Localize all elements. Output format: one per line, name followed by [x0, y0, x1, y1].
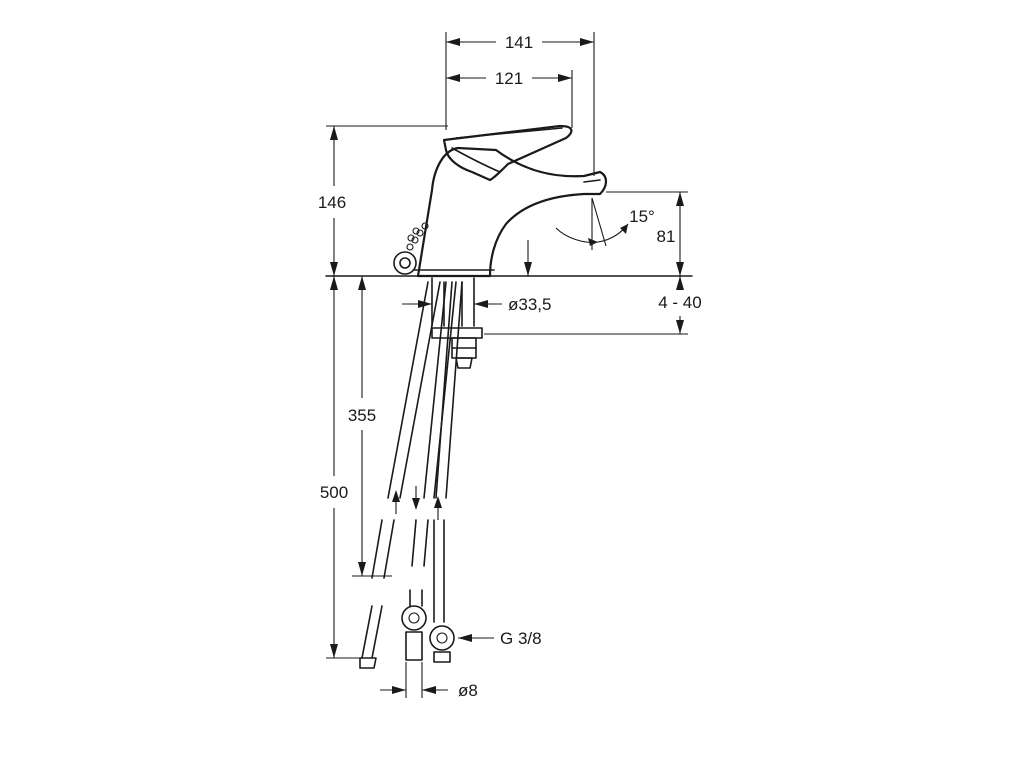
dimension-width-total: 141 — [445, 32, 595, 176]
dimension-hole-diameter: ø33,5 — [402, 295, 551, 314]
dimension-width-spout: 121 — [446, 69, 573, 128]
dimension-label-146: 146 — [318, 193, 346, 212]
dimension-label-thread: G 3/8 — [500, 629, 542, 648]
dimension-height-spout: 81 — [524, 191, 688, 276]
dimension-hose-diameter: ø8 — [380, 662, 478, 700]
mounting-assembly — [431, 277, 483, 369]
dimension-spout-angle: 15° — [555, 197, 655, 250]
dimension-hose-short: 355 — [348, 276, 392, 577]
dimension-connection-thread: G 3/8 — [458, 629, 542, 648]
dimension-label-121: 121 — [495, 69, 523, 88]
dimension-height-total: 146 — [318, 125, 448, 276]
dimension-label-15-degrees: 15° — [629, 207, 655, 226]
faucet-body — [413, 124, 608, 278]
dimension-label-355: 355 — [348, 406, 376, 425]
dimension-deck-thickness: 4 - 40 — [484, 276, 702, 335]
dimension-label-hose-diameter: ø8 — [458, 681, 478, 700]
dimension-label-81: 81 — [657, 227, 676, 246]
dimension-label-hole-diameter: ø33,5 — [508, 295, 551, 314]
popup-chain — [393, 222, 429, 275]
dimension-label-141: 141 — [505, 33, 533, 52]
hoses — [359, 281, 463, 669]
dimension-hose-long: 500 — [320, 276, 362, 659]
dimension-label-deck-thickness: 4 - 40 — [658, 293, 701, 312]
dimension-label-500: 500 — [320, 483, 348, 502]
